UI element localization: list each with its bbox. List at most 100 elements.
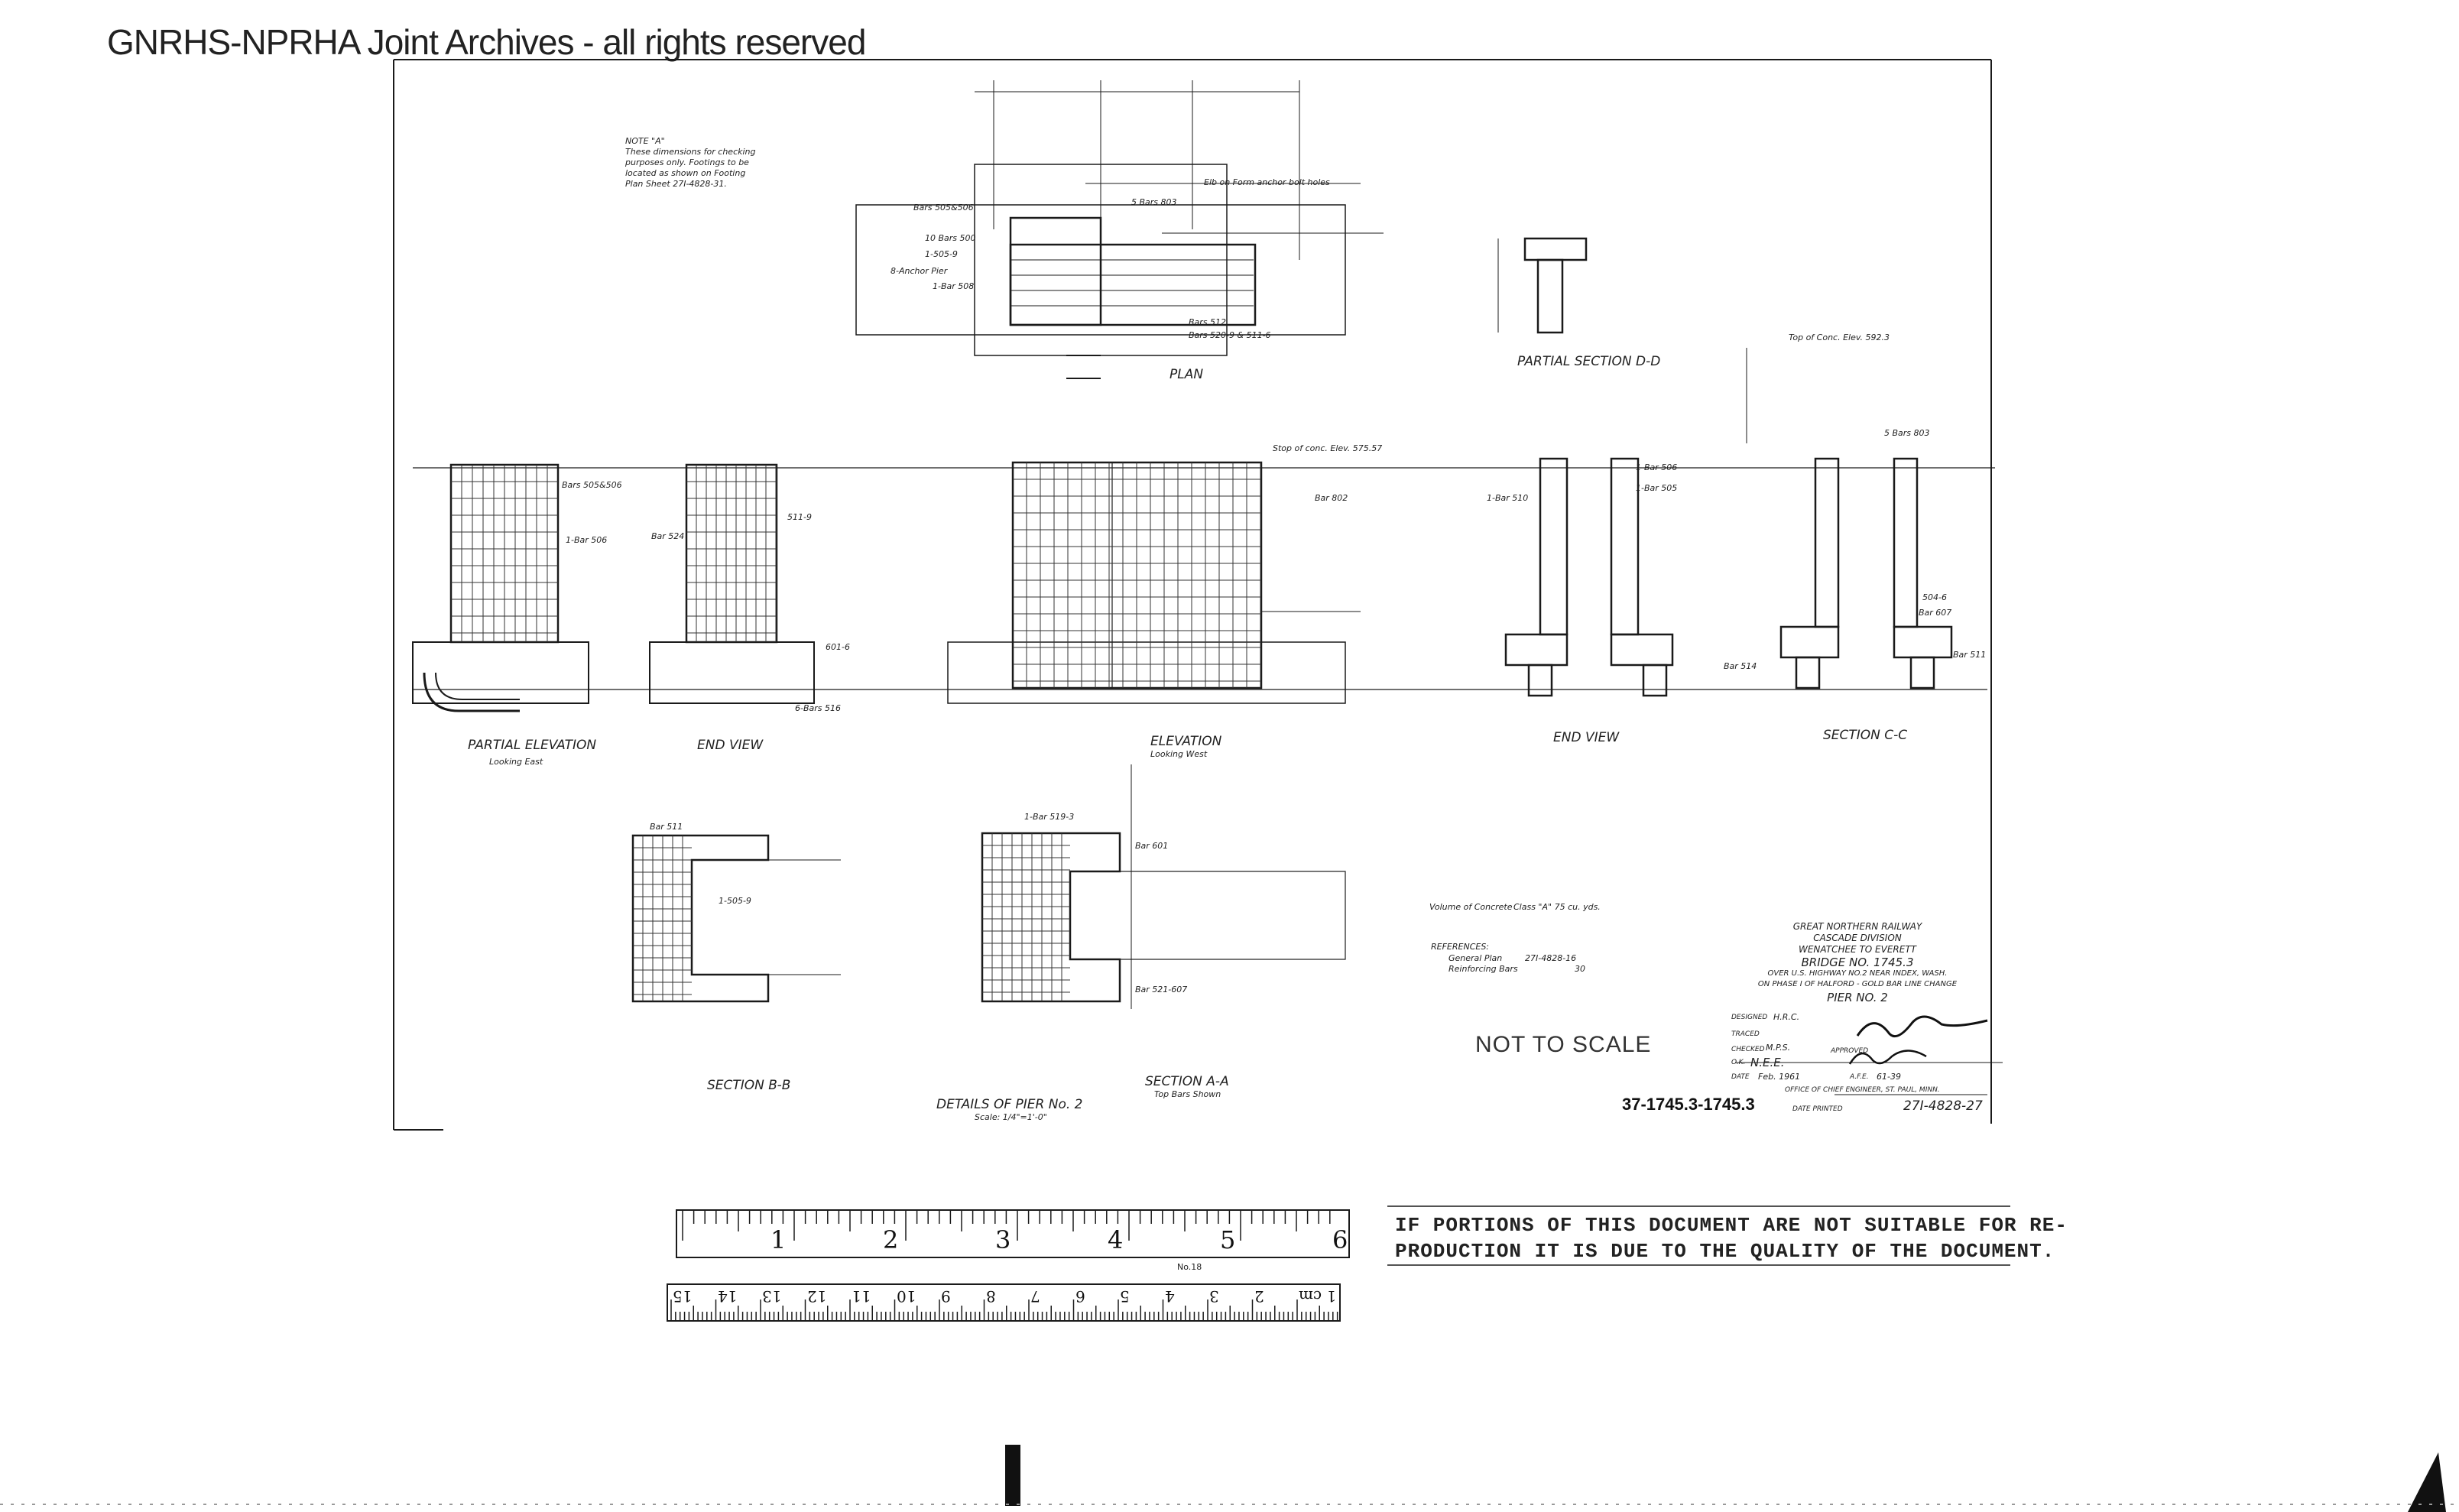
tb-date-value: Feb. 1961: [1758, 1072, 1801, 1082]
tb-designed-by: H.R.C.: [1773, 1012, 1800, 1022]
scan-mark: [1005, 1445, 1020, 1506]
callout-504-6: 504-6: [1922, 592, 1947, 602]
tb-checked-label: CHECKED: [1731, 1046, 1765, 1053]
callout-bar-511: Bar 511: [1953, 650, 1987, 660]
tb-railway: GREAT NORTHERN RAILWAY: [1792, 921, 1922, 932]
tb-afe-no: 61-39: [1877, 1072, 1901, 1082]
tb-office: OFFICE OF CHIEF ENGINEER, ST. PAUL, MINN…: [1785, 1086, 1940, 1094]
ruler-maker: No.18: [1177, 1262, 1202, 1272]
note-a-line-1: These dimensions for checking: [625, 147, 756, 157]
callout-bars-516: 6-Bars 516: [795, 703, 842, 713]
callout-bars-505: Bars 505&506: [913, 203, 974, 213]
callout-bar-607: Bar 607: [1919, 608, 1952, 618]
ruler-inch-label: 6: [1332, 1225, 1348, 1254]
plan-view: [855, 80, 1384, 379]
callout-bar-506-left: 1-Bar 506: [566, 535, 608, 545]
tb-traced-label: TRACED: [1731, 1030, 1760, 1038]
ruler-cm-label: 6: [1075, 1287, 1085, 1306]
tb-location-1: OVER U.S. HIGHWAY NO.2 NEAR INDEX, WASH.: [1767, 969, 1948, 978]
tb-pier: PIER NO. 2: [1827, 991, 1888, 1004]
callout-bb-505: 1-505-9: [719, 896, 751, 906]
disclaimer-line-2: PRODUCTION IT IS DUE TO THE QUALITY OF T…: [1395, 1240, 2055, 1263]
details-title: DETAILS OF PIER No. 2: [936, 1097, 1083, 1112]
callout-bar-505-9: 1-505-9: [925, 249, 958, 259]
partial-elevation-title: PARTIAL ELEVATION: [468, 738, 597, 753]
callout-bar-524: Bar 524: [651, 531, 685, 541]
callout-anchor: 8-Anchor Pier: [890, 266, 948, 276]
section-bb-title: SECTION B-B: [707, 1078, 791, 1093]
tb-ok-label: O.K.: [1731, 1059, 1746, 1066]
callout-bars-803: 5 Bars 803: [1131, 197, 1177, 207]
callout-bars-803-cc: 5 Bars 803: [1884, 428, 1930, 438]
note-a-line-3: located as shown on Footing: [625, 168, 746, 178]
callout-601-6: 601-6: [826, 642, 850, 652]
callout-bb-bar: Bar 511: [650, 822, 683, 832]
callout-bar-505: 1-Bar 505: [1636, 483, 1678, 493]
ref-general-plan-no: 27I-4828-16: [1525, 953, 1577, 963]
callout-bars-512: Bars 512: [1189, 317, 1227, 327]
callout-505-509: Bars 505&506: [562, 480, 622, 490]
elevation-title: ELEVATION: [1150, 734, 1222, 749]
ruler-cm-label: 9: [941, 1287, 951, 1306]
plan-title: PLAN: [1169, 367, 1204, 382]
callout-bar-802: Bar 802: [1315, 493, 1348, 503]
end-view-right: [1504, 457, 1674, 697]
tb-checked-by: M.P.S.: [1766, 1043, 1791, 1053]
ruler-inch-label: 5: [1220, 1225, 1236, 1254]
tb-date-printed: DATE PRINTED: [1792, 1105, 1843, 1113]
concrete-volume-label: Volume of Concrete: [1429, 902, 1513, 912]
callout-bars-500: 10 Bars 500: [925, 233, 976, 243]
elevation-subtitle: Looking West: [1150, 749, 1208, 759]
not-to-scale: NOT TO SCALE: [1475, 1032, 1652, 1057]
tb-ok-by: N.E.E.: [1750, 1056, 1785, 1069]
note-a-line-2: purposes only. Footings to be: [625, 157, 749, 167]
tb-route: WENATCHEE TO EVERETT: [1798, 944, 1916, 955]
partial-elevation-subtitle: Looking East: [489, 757, 543, 767]
disclaimer-line-1: IF PORTIONS OF THIS DOCUMENT ARE NOT SUI…: [1395, 1214, 2068, 1237]
ref-general-plan: General Plan: [1448, 953, 1503, 963]
ruler-cm-label: 11: [852, 1287, 871, 1306]
ruler-inch-label: 4: [1108, 1225, 1124, 1254]
section-aa-title: SECTION A-A: [1145, 1074, 1229, 1089]
ref-reinforcing-no: 30: [1575, 964, 1585, 974]
note-a-line-4: Plan Sheet 27I-4828-31.: [625, 179, 727, 189]
concrete-volume-value: Class "A" 75 cu. yds.: [1513, 902, 1601, 912]
ruler-cm-label: 12: [806, 1287, 826, 1306]
tb-designed-label: DESIGNED: [1731, 1014, 1768, 1021]
callout-aa-521: Bar 521-607: [1135, 985, 1188, 994]
tb-sheet-no: 27I-4828-27: [1903, 1098, 1983, 1114]
partial-elevation: [412, 463, 589, 712]
callout-bars-520: Bars 520-9 & 511-6: [1189, 330, 1271, 340]
end-view-right-title: END VIEW: [1553, 730, 1620, 745]
ruler-drawing: [667, 1209, 1350, 1322]
callout-bar-510: 1-Bar 510: [1487, 493, 1529, 503]
section-bb: [631, 834, 841, 1003]
elevation-view: [947, 461, 1361, 704]
note-a-heading: NOTE "A": [625, 136, 665, 146]
tb-approved-label: APPROVED: [1831, 1047, 1869, 1055]
ruler-cm-label: 8: [985, 1287, 996, 1306]
partial-section-dd-title: PARTIAL SECTION D-D: [1517, 354, 1661, 369]
ruler-cm-label: 3: [1209, 1287, 1219, 1306]
ruler-inch-label: 1: [770, 1225, 787, 1254]
section-aa: [981, 764, 1346, 1009]
ruler-cm-label: 14: [717, 1287, 737, 1306]
ruler-cm-label: 1 cm: [1299, 1287, 1337, 1306]
ruler-cm-label: 7: [1030, 1287, 1040, 1306]
callout-bar-506: 1-Bar 506: [1636, 462, 1678, 472]
callout-aa-601: Bar 601: [1135, 841, 1169, 851]
section-cc: [1746, 348, 1953, 689]
details-scale: Scale: 1/4"=1'-0": [975, 1112, 1047, 1122]
section-aa-subtitle: Top Bars Shown: [1154, 1089, 1221, 1099]
tb-afe-label: A.F.E.: [1850, 1073, 1869, 1081]
tb-bridge: BRIDGE NO. 1745.3: [1801, 956, 1914, 969]
callout-bar-514: Bar 514: [1724, 661, 1757, 671]
ruler-inch-label: 3: [995, 1225, 1011, 1254]
ruler-inch-label: 2: [883, 1225, 899, 1254]
callout-aa-519: 1-Bar 519-3: [1024, 812, 1075, 822]
tb-division: CASCADE DIVISION: [1813, 933, 1902, 943]
partial-section-dd: [1497, 237, 1588, 334]
ruler-cm-label: 5: [1120, 1287, 1130, 1306]
callout-bar-508: 1-Bar 508: [933, 281, 975, 291]
